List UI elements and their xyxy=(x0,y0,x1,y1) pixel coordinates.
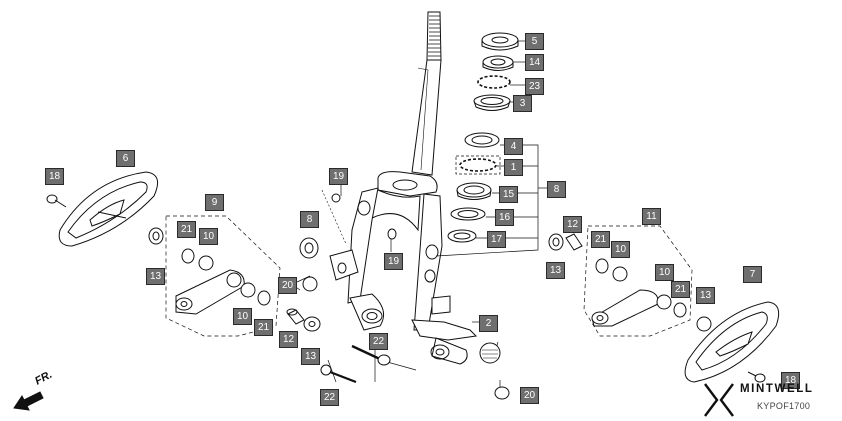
callout-part-21-left-lower: 21 xyxy=(254,319,273,336)
lower-bearing-stack xyxy=(447,132,501,243)
bolt-18-right xyxy=(747,371,766,383)
callout-part-12-right: 12 xyxy=(563,216,582,233)
callout-part-7: 7 xyxy=(743,266,762,283)
upper-bearing-stack xyxy=(473,32,519,111)
callout-part-17: 17 xyxy=(487,231,506,248)
callout-part-9: 9 xyxy=(205,194,224,211)
callout-part-22-upper: 22 xyxy=(369,333,388,350)
left-arm-group xyxy=(165,202,281,337)
spacer-20-left xyxy=(302,276,318,292)
bushing-13-right-lower xyxy=(696,316,712,332)
callout-part-10-left-lower: 10 xyxy=(233,308,252,325)
fork-assembly xyxy=(329,11,478,365)
callout-part-23: 23 xyxy=(525,78,544,95)
callout-part-19-upper: 19 xyxy=(329,168,348,185)
left-footrest xyxy=(58,171,159,247)
callout-part-18-right: 18 xyxy=(781,372,800,389)
bolt-19-lower xyxy=(387,228,397,240)
callout-part-16: 16 xyxy=(495,209,514,226)
callout-part-10-right-upper: 10 xyxy=(611,241,630,258)
pin-12-right xyxy=(565,233,583,251)
front-direction-arrow xyxy=(13,391,44,411)
callout-part-4: 4 xyxy=(504,138,523,155)
callout-part-8: 8 xyxy=(547,181,566,198)
diagram-code: KYPOF1700 xyxy=(757,401,811,411)
bolt-19-upper xyxy=(321,189,347,245)
bushing-13-left xyxy=(148,227,164,245)
pin-12-left xyxy=(286,308,305,325)
callout-part-13-right-lower: 13 xyxy=(696,287,715,304)
callout-part-1: 1 xyxy=(504,159,523,176)
callout-part-10-left-upper: 10 xyxy=(199,228,218,245)
callout-part-13-left: 13 xyxy=(146,268,165,285)
bushing-9 xyxy=(299,237,319,259)
bolt-18-left xyxy=(46,194,67,208)
right-footrest xyxy=(684,301,780,383)
callout-part-8-left: 8 xyxy=(300,211,319,228)
callout-part-3: 3 xyxy=(513,95,532,112)
bolt-22-short xyxy=(320,364,357,384)
callout-part-21-right-upper: 21 xyxy=(591,231,610,248)
callout-part-18-left: 18 xyxy=(45,168,64,185)
callout-part-6: 6 xyxy=(116,150,135,167)
brand-name: MINTWELL xyxy=(740,383,814,395)
callout-part-15: 15 xyxy=(499,186,518,203)
callout-part-13-center: 13 xyxy=(301,348,320,365)
bushing-13-right-upper xyxy=(548,233,564,251)
nut-20-right xyxy=(494,386,510,400)
callout-part-11: 11 xyxy=(642,208,661,225)
callout-part-12-left: 12 xyxy=(279,331,298,348)
brand-logo: MINTWELL xyxy=(703,381,823,417)
bolt-22-long xyxy=(351,344,391,366)
right-arm-group xyxy=(583,225,693,337)
cap-2 xyxy=(479,342,501,364)
callout-part-14: 14 xyxy=(525,54,544,71)
mintwell-logo-mark xyxy=(704,383,734,417)
callout-part-21-right-lower: 21 xyxy=(671,281,690,298)
callout-part-5: 5 xyxy=(525,33,544,50)
callout-part-21-left-upper: 21 xyxy=(177,221,196,238)
callout-part-13-right-upper: 13 xyxy=(546,262,565,279)
callout-part-22-lower: 22 xyxy=(320,389,339,406)
callout-part-2: 2 xyxy=(479,315,498,332)
callout-part-20-right: 20 xyxy=(520,387,539,404)
leader-lines xyxy=(289,40,526,392)
bushing-13-center xyxy=(303,316,321,332)
callout-part-19-lower: 19 xyxy=(384,253,403,270)
callout-part-10-right-lower: 10 xyxy=(655,264,674,281)
callout-part-20-left: 20 xyxy=(278,277,297,294)
